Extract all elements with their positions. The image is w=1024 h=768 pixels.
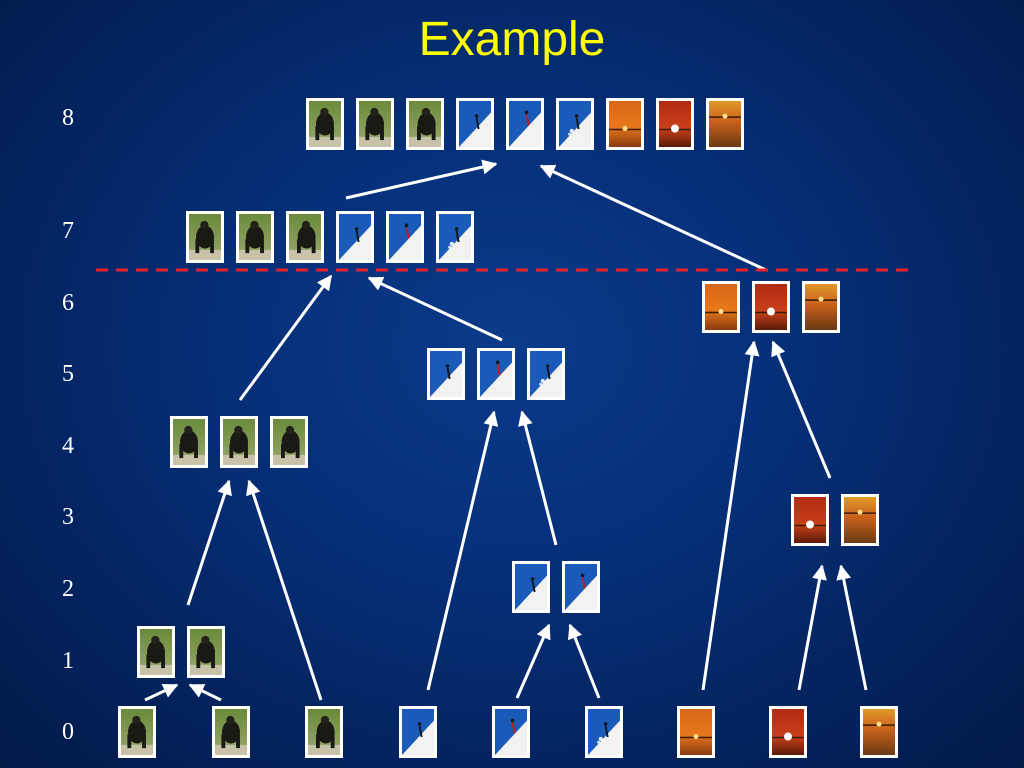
slide-title: Example xyxy=(418,13,606,66)
sunset-photo xyxy=(656,98,694,150)
merge-arrow xyxy=(836,564,868,691)
gorilla-photo xyxy=(270,416,308,468)
thumbnail-images xyxy=(118,98,898,758)
skier-photo xyxy=(527,348,565,400)
level-label-8: 8 xyxy=(62,105,74,131)
gorilla-photo xyxy=(305,706,343,758)
sunset-photo xyxy=(706,98,744,150)
skier-photo xyxy=(456,98,494,150)
merge-arrow xyxy=(188,683,222,702)
skier-photo xyxy=(427,348,465,400)
skier-photo xyxy=(477,348,515,400)
merge-arrows xyxy=(144,159,868,702)
level-label-1: 1 xyxy=(62,648,74,674)
skier-photo xyxy=(336,211,374,263)
skier-photo xyxy=(585,706,623,758)
merge-arrow xyxy=(426,410,499,691)
merge-arrow xyxy=(246,479,323,701)
sunset-photo xyxy=(802,281,840,333)
gorilla-photo xyxy=(170,416,208,468)
skier-photo xyxy=(436,211,474,263)
merge-arrow xyxy=(701,340,760,691)
gorilla-photo xyxy=(406,98,444,150)
merge-arrow xyxy=(539,164,767,272)
level-label-3: 3 xyxy=(62,504,74,530)
gorilla-photo xyxy=(286,211,324,263)
merge-arrow xyxy=(515,623,551,699)
gorilla-photo xyxy=(236,211,274,263)
merge-arrow xyxy=(144,683,179,702)
gorilla-photo xyxy=(220,416,258,468)
level-label-6: 6 xyxy=(62,290,74,316)
gorilla-photo xyxy=(186,211,224,263)
merge-arrow xyxy=(568,623,601,699)
skier-photo xyxy=(556,98,594,150)
gorilla-photo xyxy=(137,626,175,678)
skier-photo xyxy=(492,706,530,758)
merge-arrow xyxy=(367,276,503,342)
skier-photo xyxy=(512,561,550,613)
sunset-photo xyxy=(791,494,829,546)
sunset-photo xyxy=(702,281,740,333)
sunset-photo xyxy=(860,706,898,758)
merge-arrow xyxy=(797,564,827,691)
sunset-photo xyxy=(841,494,879,546)
level-label-7: 7 xyxy=(62,218,74,244)
sunset-photo xyxy=(752,281,790,333)
merge-arrow xyxy=(238,274,333,401)
skier-photo xyxy=(386,211,424,263)
gorilla-photo xyxy=(187,626,225,678)
sunset-photo xyxy=(677,706,715,758)
gorilla-photo xyxy=(356,98,394,150)
skier-photo xyxy=(506,98,544,150)
level-label-4: 4 xyxy=(62,433,74,459)
gorilla-photo xyxy=(118,706,156,758)
sunset-photo xyxy=(769,706,807,758)
merge-arrow xyxy=(345,159,498,200)
skier-photo xyxy=(399,706,437,758)
merge-arrow xyxy=(771,340,832,479)
gorilla-photo xyxy=(212,706,250,758)
level-label-2: 2 xyxy=(62,576,74,602)
gorilla-photo xyxy=(306,98,344,150)
merge-arrow xyxy=(186,479,232,606)
level-label-0: 0 xyxy=(62,719,74,745)
skier-photo xyxy=(562,561,600,613)
sunset-photo xyxy=(606,98,644,150)
level-label-5: 5 xyxy=(62,361,74,387)
merge-arrow xyxy=(518,410,558,546)
